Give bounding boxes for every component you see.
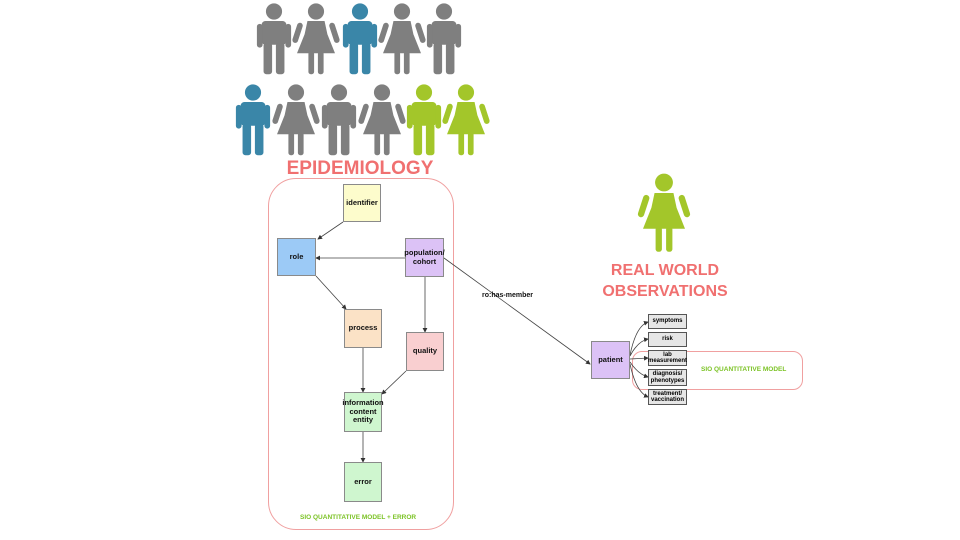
attr-diag-line2: phenotypes <box>650 377 685 384</box>
edge-patient-lab <box>629 355 649 361</box>
node-population-label-line1: population/ <box>404 247 445 257</box>
attr-risk: risk <box>648 332 687 347</box>
caption-sio-model-error: SIO QUANTITATIVE MODEL + ERROR <box>300 514 417 521</box>
node-role: role <box>277 238 316 276</box>
attr-symptoms: symptoms <box>648 314 687 329</box>
node-ice-label-line2: content <box>349 406 377 416</box>
attr-diagnosis-phenotypes: diagnosis/ phenotypes <box>648 369 687 386</box>
node-process: process <box>344 309 382 348</box>
edge-patient-risk <box>629 337 649 357</box>
node-information-content-entity: information content entity <box>342 392 384 432</box>
attr-treatment-vaccination: treatment/ vaccination <box>648 389 687 405</box>
edge-label-has-member: ro:has-member <box>482 292 533 299</box>
real-world-title-line2: OBSERVATIONS <box>602 283 728 300</box>
node-patient: patient <box>591 341 630 379</box>
epidemiology-container <box>268 178 454 530</box>
node-identifier: identifier <box>343 184 381 222</box>
attr-lab-line2: measurement <box>647 358 688 364</box>
attr-treat-line1: treatment/ <box>652 390 682 397</box>
node-population-cohort: population/ cohort <box>404 238 445 277</box>
caption-sio-model: SIO QUANTITATIVE MODEL <box>701 366 787 373</box>
edge-role-process <box>315 275 347 310</box>
edge-quality-ice <box>381 370 407 395</box>
sio-model-container <box>632 351 803 390</box>
edge-patient-diagnosis <box>629 361 649 379</box>
edge-patient-symptoms <box>629 320 649 356</box>
edge-population-patient <box>443 257 591 365</box>
node-quality: quality <box>406 332 444 371</box>
epidemiology-title: EPIDEMIOLOGY <box>286 158 434 179</box>
edge-identifier-role <box>317 221 344 240</box>
real-world-title-line1: REAL WORLD <box>610 262 720 279</box>
node-ice-label-line1: information <box>342 398 384 408</box>
node-ice-label-line3: entity <box>352 415 373 425</box>
node-population-label-line2: cohort <box>412 256 437 266</box>
real-world-title: REAL WORLD OBSERVATIONS <box>570 260 760 302</box>
edge-patient-treatment <box>629 363 649 398</box>
attr-lab-measurement: lab measurement <box>648 350 687 366</box>
attr-treat-line2: vaccination <box>650 397 684 403</box>
node-error: error <box>344 462 382 502</box>
attr-lab-line1: lab <box>663 351 672 358</box>
attr-diag-line1: diagnosis/ <box>652 371 683 378</box>
